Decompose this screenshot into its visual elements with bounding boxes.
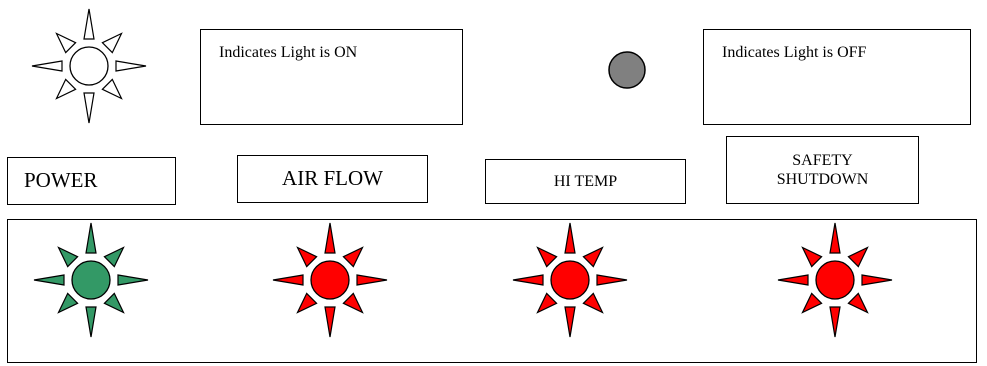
hi-temp-label: HI TEMP [485, 159, 686, 204]
legend-off-box: Indicates Light is OFF [703, 29, 971, 125]
legend-on-box: Indicates Light is ON [200, 29, 463, 125]
air-flow-light-icon [269, 219, 391, 341]
indicator-panel [7, 219, 977, 363]
legend-on-text: Indicates Light is ON [219, 44, 358, 61]
safety-shutdown-light-icon [774, 219, 896, 341]
power-label: POWER [7, 157, 176, 205]
power-light-icon [30, 219, 152, 341]
air-flow-label: AIR FLOW [237, 155, 428, 203]
light-off-icon [607, 50, 647, 90]
safety-shutdown-label: SAFETY SHUTDOWN [726, 136, 919, 204]
hi-temp-light-icon [509, 219, 631, 341]
light-on-icon [28, 5, 150, 127]
legend-off-text: Indicates Light is OFF [722, 44, 867, 61]
